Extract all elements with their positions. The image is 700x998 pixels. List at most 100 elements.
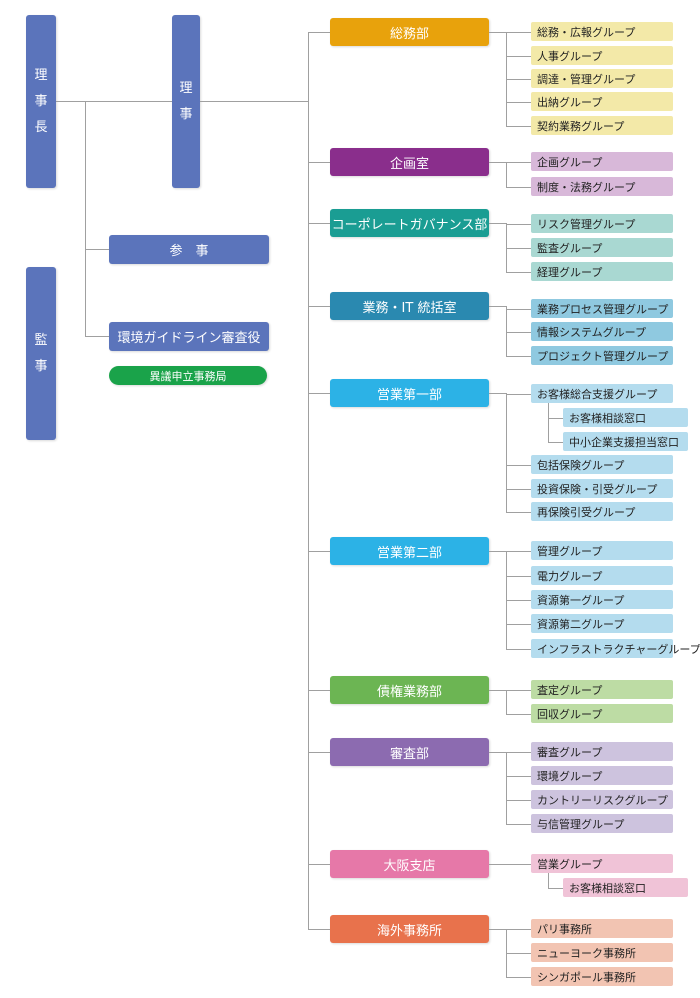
env-guideline-box: 環境ガイドライン審査役 — [109, 322, 269, 351]
group-label: 審査グループ — [537, 745, 603, 759]
group-label: パリ事務所 — [537, 922, 592, 936]
group-box: 電力グループ — [531, 566, 673, 585]
connector-subgroup-spine — [548, 403, 549, 443]
auditor-char-1: 監 — [34, 332, 48, 348]
group-box: 資源第二グループ — [531, 614, 673, 633]
connector-group — [506, 186, 531, 188]
group-box: 審査グループ — [531, 742, 673, 761]
group-box: 管理グループ — [531, 541, 673, 560]
group-label: 営業グループ — [537, 857, 603, 871]
connector-group — [506, 550, 531, 552]
group-box: プロジェクト管理グループ — [531, 346, 673, 365]
group-box: シンガポール事務所 — [531, 967, 673, 986]
connector-group — [506, 511, 531, 513]
department-box: 営業第一部 — [330, 379, 489, 407]
connector-group — [506, 863, 531, 865]
group-label: 資源第二グループ — [537, 617, 625, 631]
connector-group — [506, 308, 531, 310]
subgroup-box: お客様相談窓口 — [563, 878, 688, 897]
connector-counselor — [85, 249, 109, 250]
connector-department — [308, 752, 330, 753]
department-label: 審査部 — [389, 746, 429, 762]
group-label: ニューヨーク事務所 — [537, 946, 636, 960]
connector-group — [506, 952, 531, 954]
group-box: 与信管理グループ — [531, 814, 673, 833]
group-label: 資源第一グループ — [537, 593, 625, 607]
department-box: 企画室 — [330, 148, 489, 176]
group-box: インフラストラクチャーグループ — [531, 639, 700, 658]
department-label: コーポレートガバナンス部 — [331, 217, 488, 233]
connector-group — [506, 331, 531, 333]
connector-group — [506, 689, 531, 691]
subgroup-label: お客様相談窓口 — [569, 881, 646, 895]
group-label: 人事グループ — [537, 49, 603, 63]
department-box: 大阪支店 — [330, 850, 489, 878]
department-box: 海外事務所 — [330, 915, 489, 943]
department-box: 債権業務部 — [330, 676, 489, 704]
connector-group — [506, 976, 531, 978]
group-box: リスク管理グループ — [531, 214, 673, 233]
group-label: 総務・広報グループ — [537, 25, 636, 39]
department-label: 営業第一部 — [376, 387, 442, 403]
chairman-char-1: 理 — [34, 67, 48, 83]
department-label: 総務部 — [389, 26, 429, 42]
group-label: 再保険引受グループ — [537, 505, 636, 519]
connector-group-spine — [506, 689, 507, 715]
objection-office-label: 異議申立事務局 — [149, 369, 227, 383]
connector-subgroup — [548, 441, 563, 443]
group-box: パリ事務所 — [531, 919, 673, 938]
group-label: カントリーリスクグループ — [537, 793, 668, 807]
department-label: 海外事務所 — [376, 923, 442, 939]
department-box: 審査部 — [330, 738, 489, 766]
group-box: カントリーリスクグループ — [531, 790, 673, 809]
connector-group-spine — [489, 223, 506, 224]
subgroup-box: お客様相談窓口 — [563, 408, 688, 427]
connector-department — [308, 690, 330, 691]
group-label: インフラストラクチャーグループ — [537, 642, 700, 656]
connector-department — [308, 864, 330, 865]
group-label: お客様総合支援グループ — [537, 387, 658, 401]
group-box: 資源第一グループ — [531, 590, 673, 609]
connector-group — [506, 271, 531, 273]
department-label: 債権業務部 — [376, 684, 442, 700]
connector-subgroup-spine — [548, 873, 549, 889]
department-box: 総務部 — [330, 18, 489, 46]
connector-department — [308, 929, 330, 930]
connector-group — [506, 799, 531, 801]
connector-department — [308, 223, 330, 224]
connector-group — [506, 393, 531, 395]
group-label: プロジェクト管理グループ — [537, 349, 669, 363]
connector-group — [506, 599, 531, 601]
chairman-char-3: 長 — [34, 119, 48, 135]
connector-group — [506, 247, 531, 249]
group-box: 営業グループ — [531, 854, 673, 873]
connector-group — [506, 488, 531, 490]
connector-director-trunk — [200, 101, 308, 102]
group-label: 契約業務グループ — [537, 119, 625, 133]
group-box: 投資保険・引受グループ — [531, 479, 673, 498]
group-box: 企画グループ — [531, 152, 673, 171]
group-label: 電力グループ — [537, 569, 603, 583]
group-box: 契約業務グループ — [531, 116, 673, 135]
connector-group — [506, 751, 531, 753]
director-char-2: 事 — [179, 106, 193, 122]
director-box: 理 事 — [172, 15, 200, 188]
group-box: 調達・管理グループ — [531, 69, 673, 88]
connector-group-spine — [489, 393, 506, 394]
auditor-char-2: 事 — [34, 358, 48, 374]
connector-group — [506, 464, 531, 466]
connector-group — [506, 355, 531, 357]
department-label: 営業第二部 — [376, 545, 442, 561]
connector-department-trunk — [308, 32, 309, 930]
connector-group-spine — [489, 929, 506, 930]
connector-group — [506, 125, 531, 127]
connector-group — [506, 55, 531, 57]
department-label: 企画室 — [389, 156, 429, 172]
connector-env-guideline — [85, 336, 109, 337]
department-box: 営業第二部 — [330, 537, 489, 565]
chairman-char-2: 事 — [34, 93, 48, 109]
group-box: 回収グループ — [531, 704, 673, 723]
connector-department — [308, 306, 330, 307]
connector-group-spine — [506, 306, 507, 357]
auditor-box: 監 事 — [26, 267, 56, 440]
